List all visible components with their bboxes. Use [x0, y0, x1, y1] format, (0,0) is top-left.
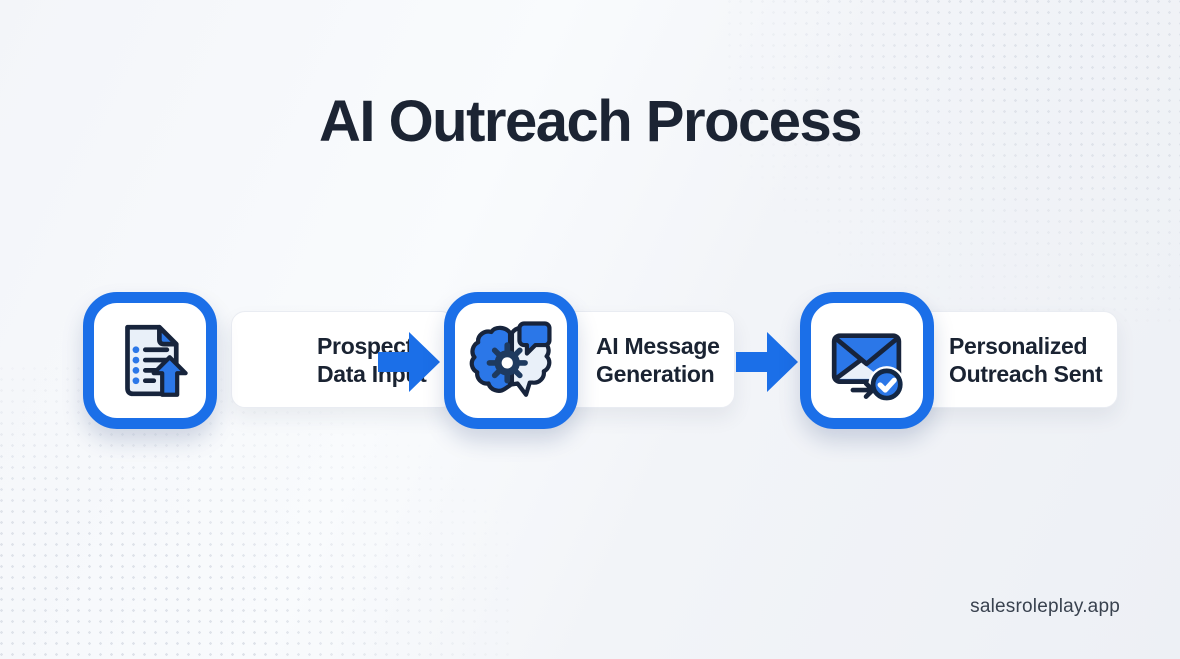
step-icon-box [83, 292, 217, 429]
flow-arrow-icon [378, 332, 440, 392]
page-title: AI Outreach Process [318, 89, 863, 154]
watermark: salesroleplay.app [970, 596, 1120, 617]
speech-bubble-icon [517, 320, 552, 356]
step-label-line: AI Message [596, 332, 720, 359]
document-upload-icon [125, 324, 188, 397]
email-sent-check-icon [831, 332, 905, 403]
ai-brain-gear-icon [469, 320, 552, 397]
flow-arrow-icon [736, 332, 798, 392]
step-label-line: Personalized [949, 332, 1088, 359]
step-icon-box [800, 292, 934, 429]
step-icon-box [444, 292, 578, 429]
step-label-line: Generation [596, 360, 715, 387]
step-label-line: Outreach Sent [949, 360, 1103, 387]
dot-pattern-top-right [724, 0, 1180, 326]
step-label-card: AI Message Generation [510, 311, 735, 408]
check-circle-icon [870, 368, 903, 400]
